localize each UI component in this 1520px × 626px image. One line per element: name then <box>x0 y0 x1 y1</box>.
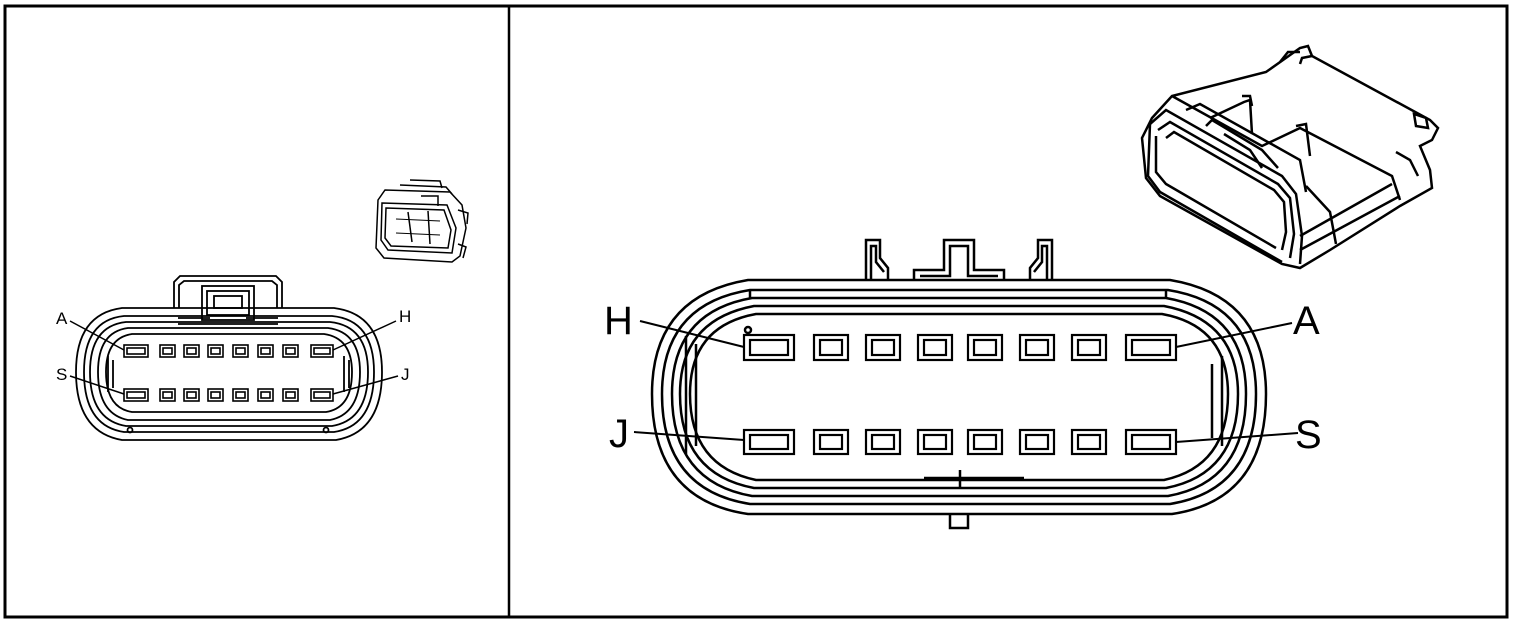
large-connector-isometric <box>1140 44 1440 270</box>
small-pin-row-bottom <box>123 388 334 402</box>
large-pin-label-h: H <box>604 299 633 343</box>
small-connector-face <box>69 275 399 441</box>
large-pin-row-top <box>742 333 1178 362</box>
right-panel <box>633 44 1440 530</box>
left-panel <box>69 179 469 441</box>
small-pin-row-top <box>123 344 334 358</box>
large-connector-face <box>633 238 1299 530</box>
large-pin-label-a: A <box>1293 299 1320 343</box>
large-pin-row-bottom <box>742 428 1178 456</box>
small-pin-label-h: H <box>399 307 411 326</box>
large-pin-label-s: S <box>1295 413 1322 457</box>
small-pin-label-j: J <box>401 365 410 384</box>
large-leader-lines <box>633 320 1299 443</box>
small-leader-lines <box>69 320 399 395</box>
small-connector-thumbnail <box>375 179 469 263</box>
small-pin-label-s: S <box>56 365 67 384</box>
large-pin-label-j: J <box>609 412 629 456</box>
small-pin-label-a: A <box>56 309 68 328</box>
